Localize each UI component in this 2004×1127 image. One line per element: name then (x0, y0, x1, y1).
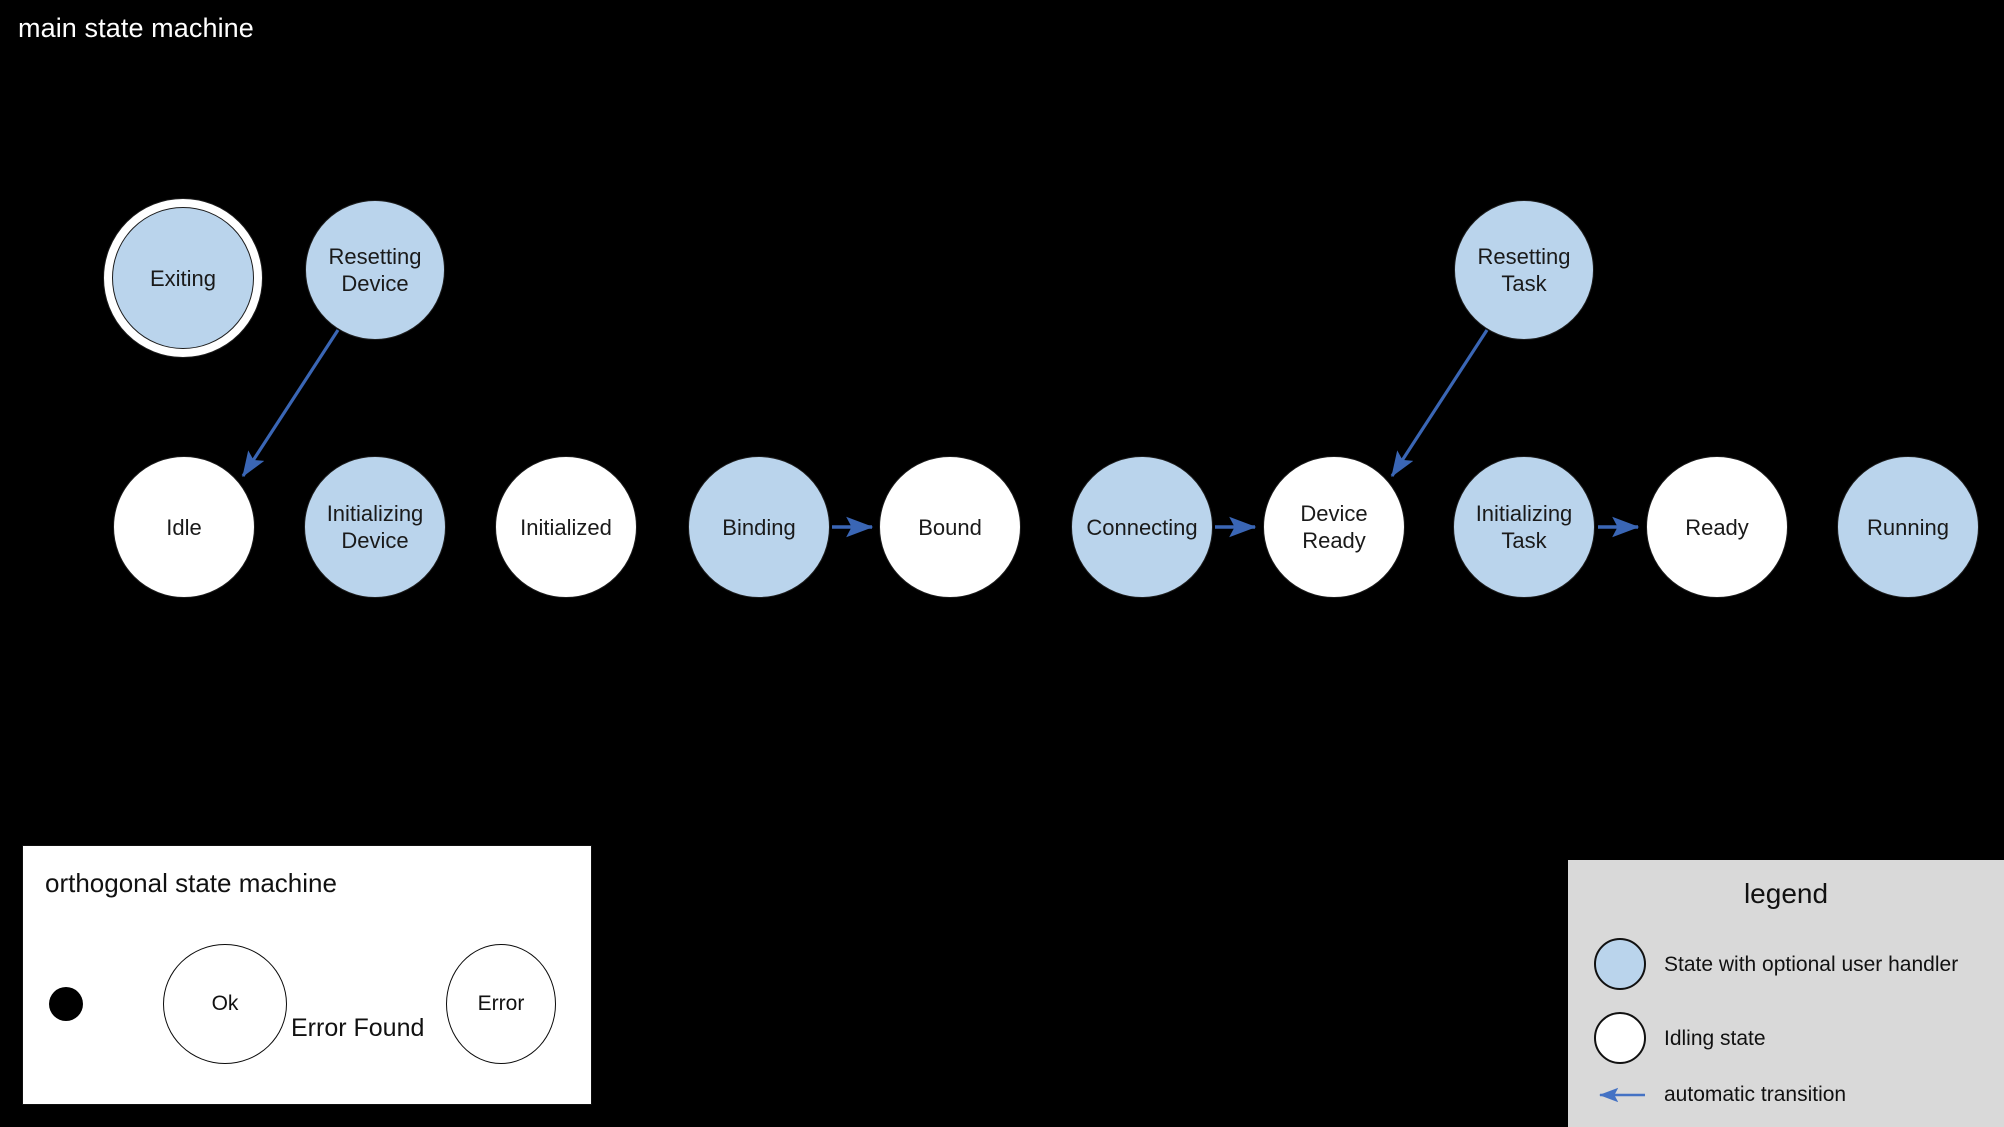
state-idle-label: Idle (166, 514, 202, 540)
state-exiting[interactable]: Exiting (112, 207, 254, 349)
state-device-ready[interactable]: Device Ready (1263, 456, 1405, 598)
diagram-title: main state machine (18, 13, 254, 43)
state-bound-label: Bound (918, 514, 982, 540)
legend-item-handler-state-label: State with optional user handler (1664, 952, 1959, 976)
state-binding[interactable]: Binding (688, 456, 830, 598)
edge-resetting-device-to-idle (241, 329, 340, 478)
automatic-transition-arrow-icon (1594, 1084, 1646, 1106)
state-binding-label: Binding (722, 514, 796, 540)
state-idle[interactable]: Idle (113, 456, 255, 598)
state-running-label: Running (1867, 514, 1949, 540)
state-exiting-label: Exiting (149, 265, 217, 291)
orthogonal-state-ok[interactable]: Ok (163, 944, 287, 1064)
state-ready-label: Ready (1685, 514, 1749, 540)
orthogonal-state-error[interactable]: Error (446, 944, 556, 1064)
orthogonal-initial-state-marker (49, 987, 83, 1021)
idling-state-swatch-icon (1594, 1012, 1646, 1064)
state-device-ready-label: Device Ready (1300, 501, 1368, 553)
state-resetting-device[interactable]: Resetting Device (305, 200, 445, 340)
handler-state-swatch-icon (1594, 938, 1646, 990)
state-bound[interactable]: Bound (879, 456, 1021, 598)
state-initialized[interactable]: Initialized (495, 456, 637, 598)
edge-resetting-task-to-device-ready (1390, 329, 1489, 478)
state-initializing-device-label: Initializing Device (326, 501, 424, 553)
legend-panel: legend State with optional user handler … (1568, 860, 2004, 1127)
state-initialized-label: Initialized (520, 514, 612, 540)
state-resetting-device-label: Resetting Device (328, 244, 422, 296)
legend-item-handler-state: State with optional user handler (1594, 938, 1958, 990)
legend-item-automatic-transition: automatic transition (1594, 1082, 1846, 1107)
state-connecting-label: Connecting (1086, 514, 1198, 540)
legend-item-automatic-transition-label: automatic transition (1664, 1083, 1847, 1106)
state-resetting-task[interactable]: Resetting Task (1454, 200, 1594, 340)
orthogonal-state-error-label: Error (477, 992, 525, 1015)
orthogonal-transition-label-error-found: Error Found (291, 1014, 425, 1042)
state-initializing-task-label: Initializing Task (1475, 501, 1573, 553)
orthogonal-state-ok-label: Ok (211, 992, 239, 1015)
state-resetting-task-label: Resetting Task (1477, 244, 1571, 296)
orthogonal-state-machine-panel: orthogonal state machine Ok Error Error … (22, 845, 592, 1105)
state-initializing-task[interactable]: Initializing Task (1453, 456, 1595, 598)
state-connecting[interactable]: Connecting (1071, 456, 1213, 598)
state-ready[interactable]: Ready (1646, 456, 1788, 598)
legend-item-idling-state: Idling state (1594, 1012, 1766, 1064)
orthogonal-panel-title: orthogonal state machine (45, 868, 337, 898)
legend-title: legend (1743, 878, 1829, 909)
state-initializing-device[interactable]: Initializing Device (304, 456, 446, 598)
legend-item-idling-state-label: Idling state (1664, 1026, 1766, 1050)
state-running[interactable]: Running (1837, 456, 1979, 598)
